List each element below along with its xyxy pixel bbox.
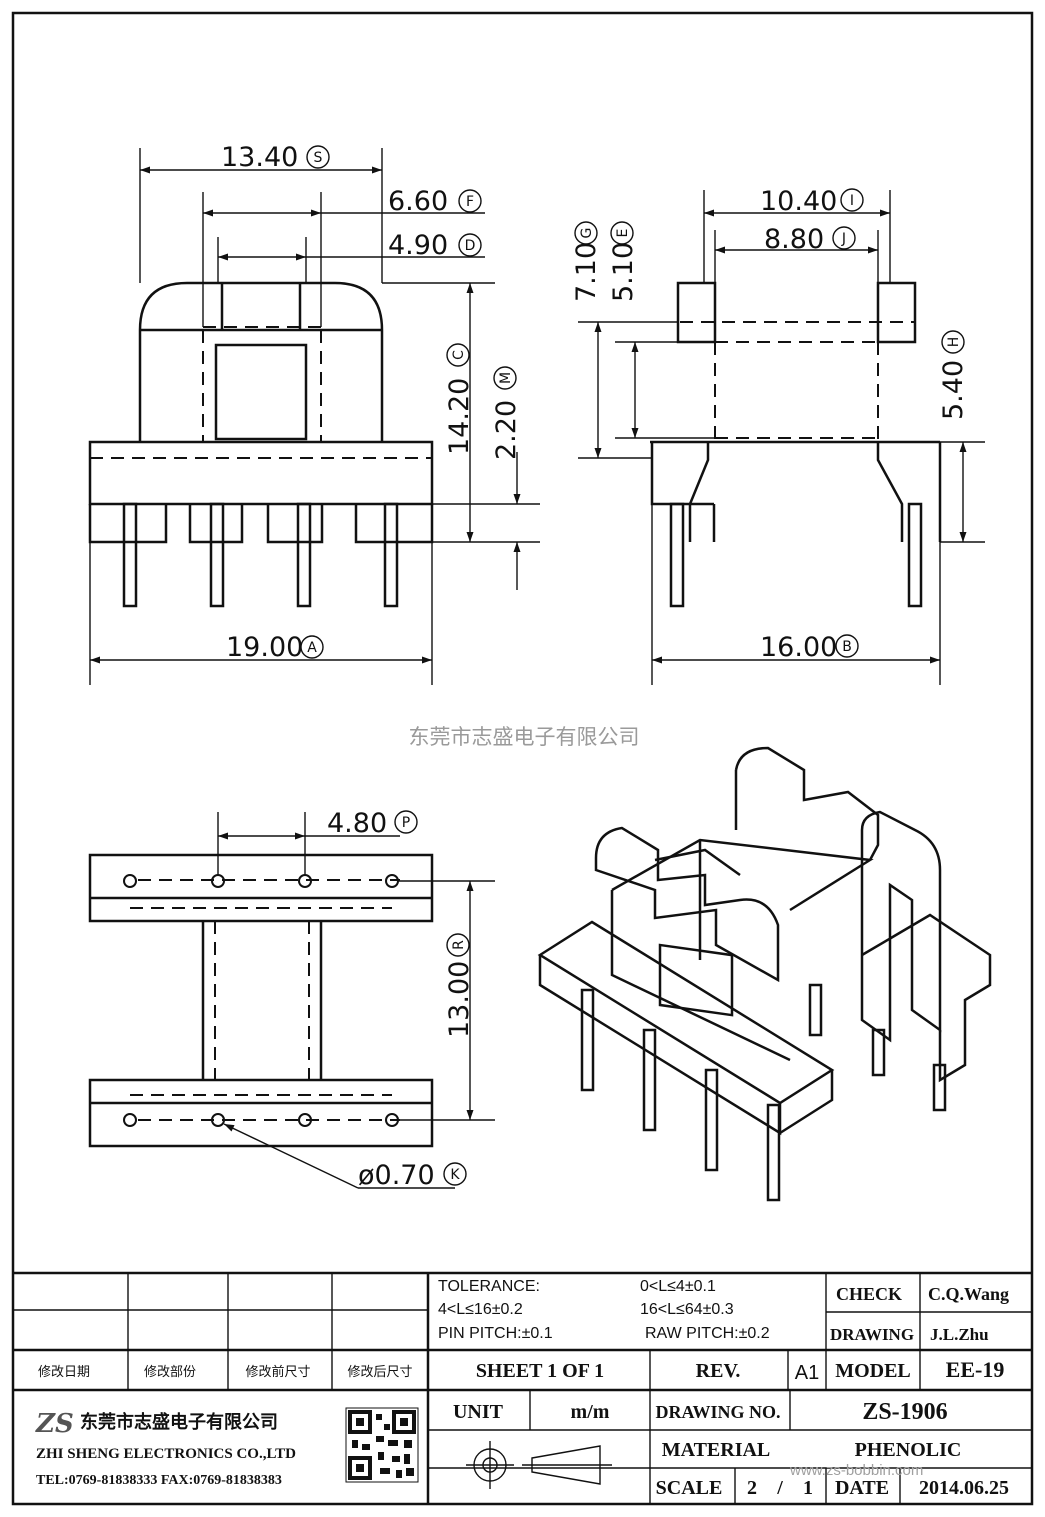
- dim-4-90: 4.90: [388, 230, 448, 261]
- scale-separator: /: [776, 1477, 783, 1499]
- dim-14-20-code: C: [451, 350, 467, 360]
- dim-14-20: 14.20: [444, 378, 475, 455]
- check-label: CHECK: [836, 1284, 902, 1304]
- dim-10-40: 10.40: [760, 186, 837, 217]
- unit-value: m/m: [571, 1401, 610, 1423]
- dim-19-00-code: A: [307, 640, 317, 656]
- pin-pitch: PIN PITCH:±0.1: [438, 1325, 553, 1342]
- dim-13-00: 13.00: [444, 961, 475, 1038]
- front-view: [88, 148, 540, 685]
- date-label: DATE: [835, 1477, 889, 1499]
- material-label: MATERIAL: [662, 1439, 771, 1461]
- title-block: [13, 1271, 1032, 1504]
- dim-13-40-code: S: [314, 150, 323, 166]
- dim-5-10: 5.10: [608, 242, 639, 302]
- rev-value: A1: [795, 1362, 819, 1384]
- rev-header-part: 修改部份: [144, 1365, 196, 1380]
- scale-denominator: 1: [803, 1477, 813, 1499]
- dim-7-10: 7.10: [571, 242, 602, 302]
- qr-code-icon: [345, 1407, 419, 1483]
- dim-6-60: 6.60: [388, 186, 448, 217]
- check-value: C.Q.Wang: [928, 1284, 1009, 1304]
- model-value: EE-19: [946, 1357, 1005, 1382]
- dim-2-20-code: M: [498, 372, 514, 384]
- drawing-no-value: ZS-1906: [862, 1399, 947, 1425]
- company-watermark: 东莞市志盛电子有限公司: [409, 725, 640, 749]
- drawing-label: DRAWING: [830, 1325, 914, 1344]
- dim-2-20: 2.20: [491, 400, 522, 460]
- dim-5-40: 5.40: [938, 360, 969, 420]
- raw-pitch: RAW PITCH:±0.2: [645, 1325, 770, 1342]
- unit-label: UNIT: [453, 1401, 504, 1423]
- dim-16-00: 16.00: [760, 632, 837, 663]
- dim-6-60-code: F: [466, 194, 474, 210]
- svg-text:ZS: ZS: [35, 1409, 74, 1439]
- projection-symbol: [466, 1441, 612, 1489]
- date-value: 2014.06.25: [919, 1477, 1009, 1499]
- company-name-cn: 东莞市志盛电子有限公司: [80, 1411, 278, 1433]
- scale-numerator: 2: [747, 1477, 757, 1499]
- dim-10-40-code: I: [850, 193, 854, 209]
- dim-19-00: 19.00: [226, 632, 303, 663]
- company-logo-icon: ZS: [35, 1409, 74, 1439]
- dim-5-10-code: E: [615, 229, 631, 238]
- drawing-no-label: DRAWING NO.: [655, 1402, 780, 1422]
- tolerance-label: TOLERANCE:: [438, 1278, 540, 1295]
- isometric-view: [537, 746, 992, 1202]
- material-value: PHENOLIC: [855, 1439, 962, 1461]
- sheet-border: [11, 11, 1034, 1506]
- rev-header-date: 修改日期: [38, 1365, 90, 1380]
- side-view: [578, 190, 985, 685]
- dim-4-80: 4.80: [327, 808, 387, 839]
- dim-13-40: 13.40: [221, 142, 298, 173]
- tolerance-rule-2: 4<L≤16±0.2: [438, 1301, 523, 1318]
- dim-16-00-code: B: [842, 639, 852, 655]
- bottom-view: [88, 812, 495, 1189]
- website-watermark: www.zs-bobbin.com: [789, 1462, 923, 1479]
- dim-13-00-code: R: [451, 940, 467, 950]
- company-contact: TEL:0769-81838333 FAX:0769-81838383: [36, 1473, 282, 1488]
- dim-5-40-code: H: [946, 337, 962, 348]
- dim-4-90-code: D: [465, 238, 476, 254]
- dim-4-80-code: P: [402, 815, 410, 831]
- drawing-value: J.L.Zhu: [930, 1325, 989, 1344]
- model-label: MODEL: [835, 1360, 911, 1382]
- sheet-info: SHEET 1 OF 1: [476, 1360, 604, 1382]
- rev-label: REV.: [696, 1360, 741, 1382]
- scale-label: SCALE: [656, 1477, 723, 1499]
- company-name-en: ZHI SHENG ELECTRONICS CO.,LTD: [36, 1446, 296, 1462]
- dim-8-80-code: J: [841, 231, 846, 247]
- tolerance-rule-1: 0<L≤4±0.1: [640, 1278, 716, 1295]
- rev-header-after: 修改后尺寸: [347, 1365, 412, 1380]
- tolerance-rule-3: 16<L≤64±0.3: [640, 1301, 734, 1318]
- dim-0-70: ø0.70: [358, 1160, 435, 1191]
- rev-header-before: 修改前尺寸: [245, 1364, 310, 1380]
- dim-7-10-code: G: [579, 228, 595, 239]
- dim-0-70-code: K: [450, 1167, 460, 1183]
- dim-8-80: 8.80: [764, 224, 824, 255]
